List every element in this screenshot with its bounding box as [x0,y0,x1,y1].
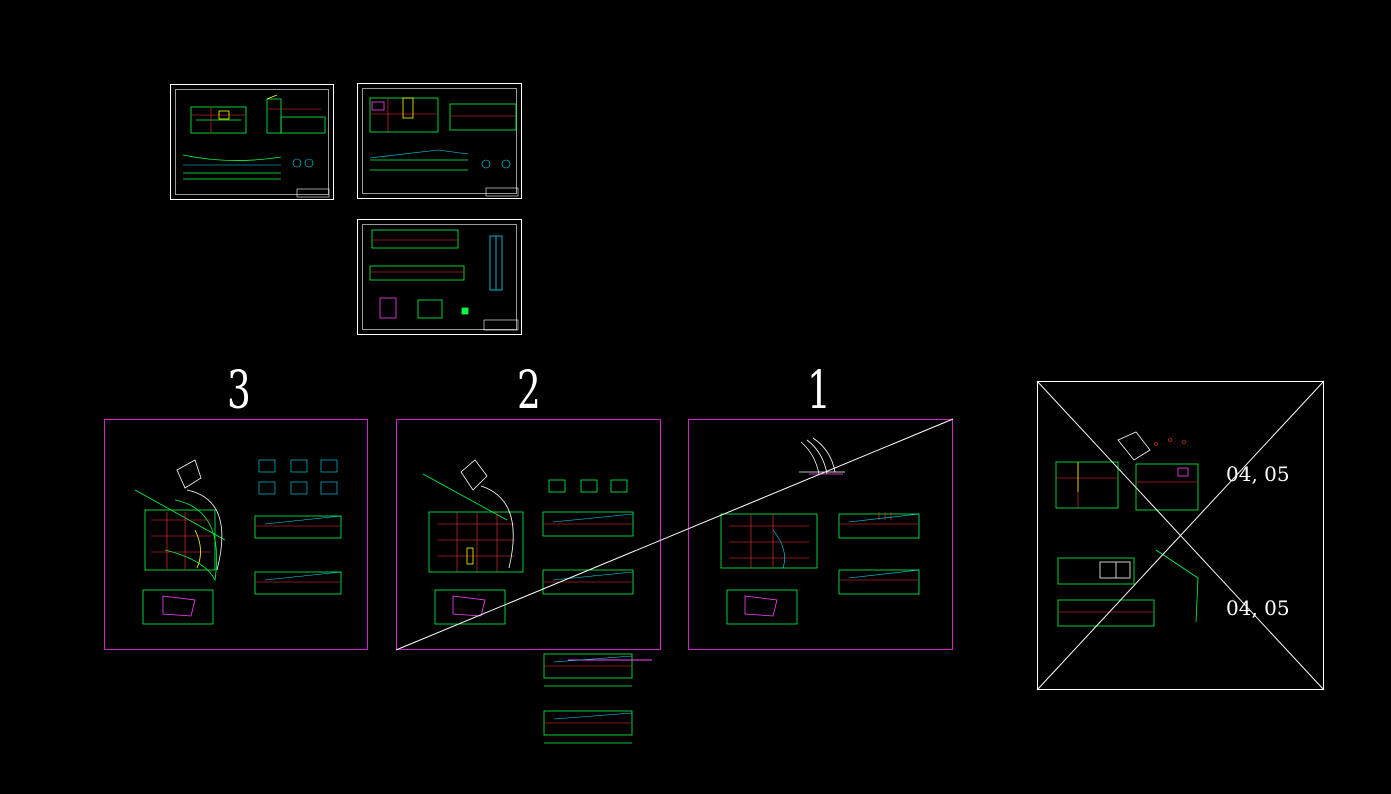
drawing-sheet-a[interactable] [170,84,334,200]
layout-frame-1[interactable] [688,419,953,650]
sheet-border [362,224,517,330]
layout-2-drawing [422,459,634,625]
layout-frame-3[interactable] [104,419,368,650]
frame-number-3: 3 [227,361,251,421]
sheet-a-drawing [182,94,330,198]
crossed-frame-drawing [1055,431,1199,627]
layout-1-drawing [720,437,920,625]
drawing-sheet-b[interactable] [357,83,522,199]
sheet-reference-label-lower: 04, 05 [1226,596,1290,620]
loose-section-upper[interactable] [538,648,658,698]
sheet-b-drawing [369,97,519,197]
sheet-c-drawing [369,229,519,331]
layout-frame-2[interactable] [396,419,661,650]
frame-number-1: 1 [807,361,831,421]
loose-section-lower[interactable] [538,705,658,755]
drawing-sheet-c[interactable] [357,219,522,335]
crossed-out-frame[interactable] [1037,381,1324,690]
layout-3-drawing [134,459,342,625]
frame-number-2: 2 [517,361,541,421]
sheet-reference-label-upper: 04, 05 [1226,462,1290,486]
sheet-border [175,89,329,195]
sheet-border [362,88,517,194]
